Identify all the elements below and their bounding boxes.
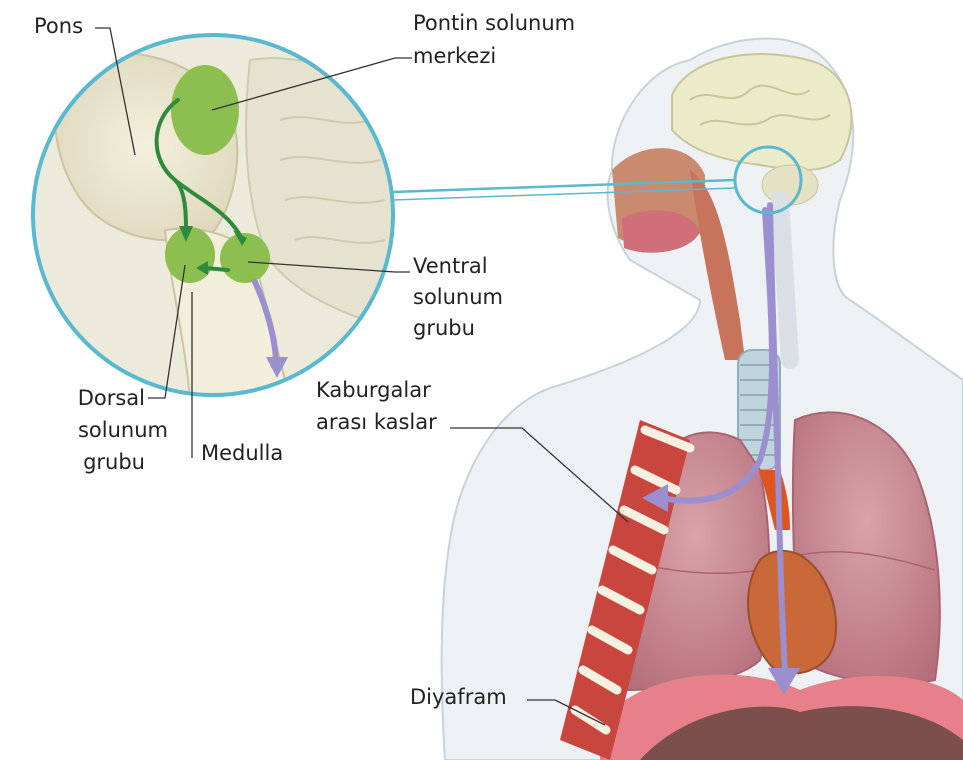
label-kaburgalar-line2: arası kaslar	[316, 410, 437, 435]
label-dorsal-line3: grubu	[50, 450, 145, 475]
human-body	[442, 39, 963, 760]
label-ventral-line2: solunum	[413, 285, 503, 310]
label-pons: Pons	[34, 14, 83, 39]
label-medulla: Medulla	[201, 441, 283, 466]
label-ventral-line1: Ventral	[413, 254, 488, 279]
magnified-brainstem	[30, 30, 400, 400]
label-pontin-line1: Pontin solunum	[413, 11, 575, 36]
cerebellum	[762, 165, 818, 205]
label-pontin-line2: merkezi	[413, 44, 496, 69]
label-kaburgalar-line1: Kaburgalar	[316, 378, 431, 403]
cervical-spine	[780, 200, 790, 360]
label-ventral-line3: grubu	[413, 316, 475, 341]
label-dorsal-line1: Dorsal	[50, 386, 145, 411]
label-diyafram: Diyafram	[410, 685, 507, 710]
label-dorsal-line2: solunum	[30, 418, 168, 443]
pontine-respiratory-center	[171, 65, 239, 155]
